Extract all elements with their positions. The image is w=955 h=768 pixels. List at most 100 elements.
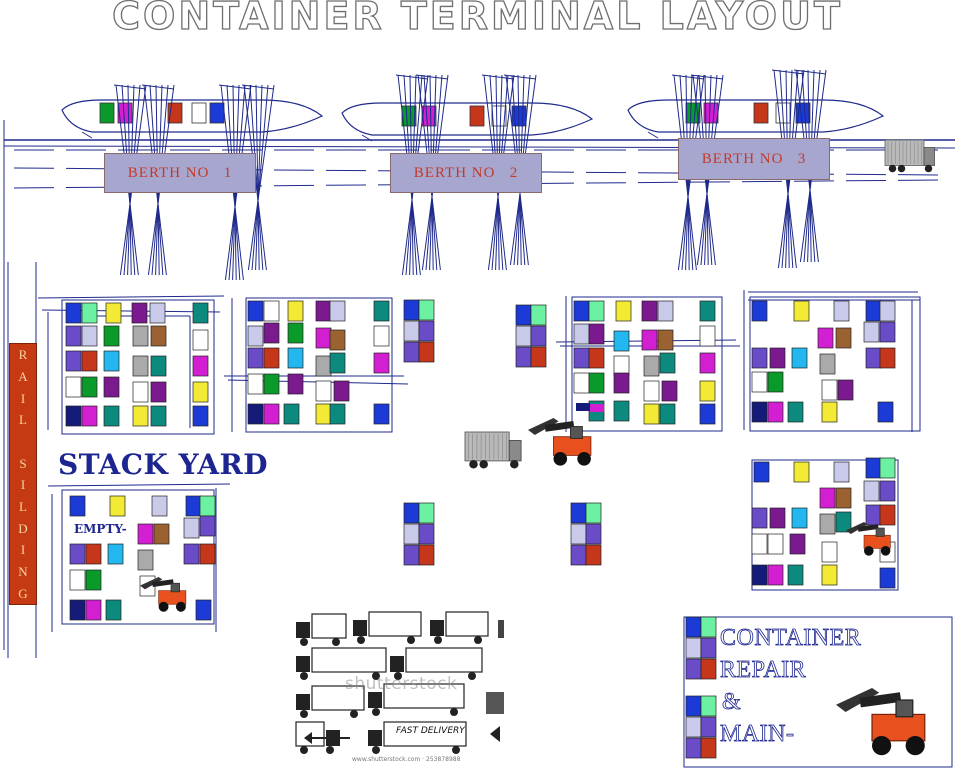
container: [315, 380, 332, 402]
container: [65, 302, 82, 324]
container: [835, 327, 852, 349]
crane-boom: [771, 69, 805, 75]
ship-container: [401, 105, 417, 127]
mini-box: [311, 685, 365, 711]
truck-cab: [508, 440, 522, 462]
reach-boom: [836, 688, 880, 712]
container: [699, 325, 716, 347]
container: [573, 300, 590, 322]
container: [835, 487, 852, 509]
stack-container: [570, 544, 587, 566]
reach-cab: [570, 426, 583, 439]
container: [247, 300, 264, 322]
mini-wheel: [474, 636, 482, 644]
container: [699, 380, 716, 402]
mini-cab: [390, 656, 404, 672]
container: [837, 379, 854, 401]
container: [329, 300, 346, 322]
container: [263, 403, 280, 425]
mini-wheel: [468, 672, 476, 680]
mini-box: [445, 611, 489, 637]
container: [192, 405, 209, 427]
container: [877, 401, 894, 423]
container: [835, 511, 852, 533]
container: [751, 533, 768, 555]
crane-boom: [395, 74, 429, 80]
container: [879, 480, 896, 502]
stack-container: [403, 544, 420, 566]
stack-container: [403, 299, 420, 321]
ship: [341, 102, 594, 142]
container: [833, 461, 850, 483]
ship-container: [209, 102, 225, 124]
stack-container: [515, 304, 532, 326]
ship-container: [469, 105, 485, 127]
stack-container: [685, 637, 702, 659]
container: [821, 401, 838, 423]
mini-cab: [296, 622, 310, 638]
container: [863, 480, 880, 502]
container: [791, 507, 808, 529]
stack-container: [418, 299, 435, 321]
container: [751, 564, 768, 586]
crane-boom: [671, 74, 705, 80]
watermark: shutterstock: [345, 674, 458, 694]
truck-wheel: [469, 460, 478, 469]
container: [787, 564, 804, 586]
container: [643, 355, 660, 377]
container: [751, 507, 768, 529]
container: [819, 487, 836, 509]
container: [373, 300, 390, 322]
container: [817, 327, 834, 349]
container: [65, 405, 82, 427]
truck-icon: [884, 139, 935, 173]
container: [590, 404, 604, 412]
container: [613, 400, 630, 422]
crane-boom: [481, 74, 515, 80]
container: [132, 381, 149, 403]
container: [641, 329, 658, 351]
container: [767, 371, 784, 393]
rail-siding-letter: D: [18, 520, 28, 536]
reach-boom: [846, 522, 868, 534]
berth-3-label: BERTH NO 3: [678, 138, 830, 180]
container: [149, 302, 166, 324]
container: [879, 300, 896, 322]
stack-container: [403, 523, 420, 545]
ship-container: [191, 102, 207, 124]
container: [287, 373, 304, 395]
truck-wheel: [479, 460, 488, 469]
reach-wheel: [553, 452, 568, 466]
container: [103, 350, 120, 372]
container: [879, 457, 896, 479]
rail-siding-letter: A: [18, 368, 28, 384]
container: [199, 543, 216, 565]
container: [150, 381, 167, 403]
stack-yard-label: STACK YARD: [58, 448, 269, 481]
mini-box: [311, 647, 387, 673]
mini-wheel: [372, 672, 380, 680]
reach-arm: [152, 579, 174, 588]
crane-boom: [113, 84, 147, 90]
stack-container: [700, 658, 717, 680]
reach-stacker-icon: [836, 688, 926, 756]
container: [283, 403, 300, 425]
reach-cab: [170, 582, 180, 593]
image-credit: www.shutterstock.com · 253878988: [352, 756, 461, 763]
mini-wheel: [326, 746, 334, 754]
container: [315, 403, 332, 425]
container: [659, 403, 676, 425]
mini-wheel: [452, 746, 460, 754]
container: [247, 347, 264, 369]
stack-container: [515, 346, 532, 368]
container: [287, 300, 304, 322]
container: [879, 321, 896, 343]
ship-container: [167, 102, 183, 124]
repair-label-line3: &: [722, 689, 742, 715]
yard-block: [245, 297, 393, 433]
container: [657, 300, 674, 322]
stack-container: [685, 716, 702, 738]
container: [150, 405, 167, 427]
